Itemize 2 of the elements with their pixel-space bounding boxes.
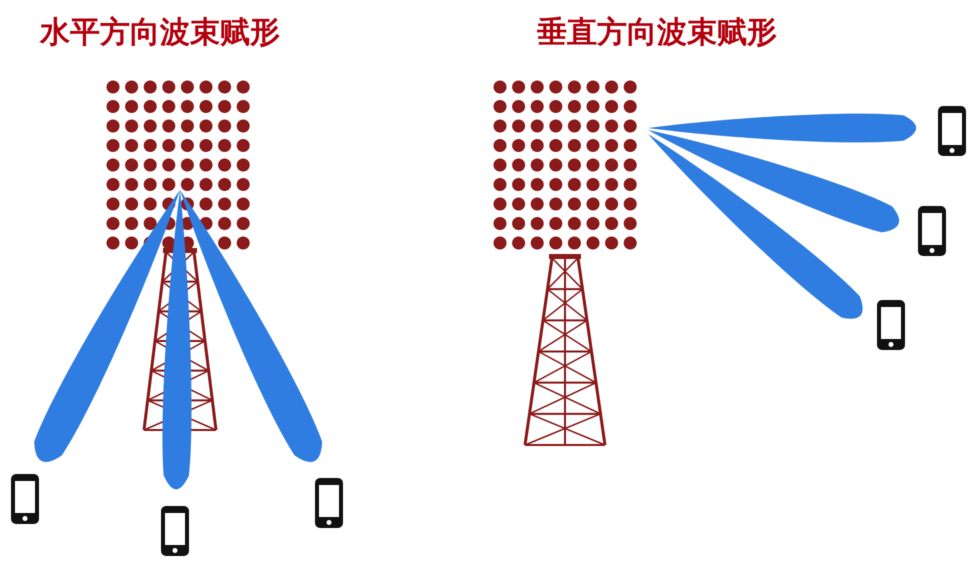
heading: 垂直方向波束赋形	[537, 14, 777, 52]
heading: 水平方向波束赋形	[40, 14, 280, 52]
